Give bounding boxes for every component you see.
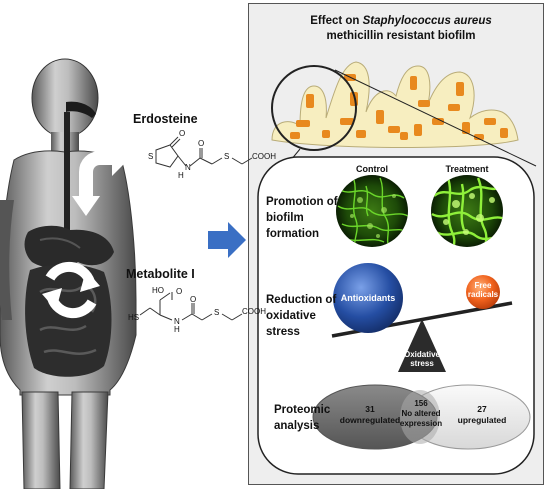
free-radicals-label: Free radicals: [467, 281, 499, 299]
erdosteine-n: N: [185, 163, 191, 172]
erdosteine-h: H: [178, 171, 184, 180]
erdosteine-structure: [155, 136, 253, 168]
metabolite-h: H: [174, 325, 180, 334]
metabolite-hs: HS: [128, 313, 140, 322]
antioxidants-label: Antioxidants: [340, 293, 396, 303]
biofilm-section-label: Promotion of biofilm formation: [266, 196, 338, 240]
erdosteine-amide-o: O: [198, 139, 205, 148]
metabolite-o: O: [176, 287, 183, 296]
downregulated-label: downregulated: [339, 415, 401, 425]
no-altered-count: 156: [414, 399, 428, 408]
erdosteine-ring-s: S: [148, 152, 154, 161]
upregulated-label: upregulated: [457, 415, 507, 425]
upregulated-count: 27: [477, 404, 487, 414]
metabolite-n: N: [174, 317, 180, 326]
biofilm-title: Effect on Staphylococcus aureus: [258, 15, 544, 27]
fulcrum-label: Oxidative stress: [403, 350, 440, 368]
human-body-silhouette: [0, 58, 137, 489]
metabolite-ho: HO: [152, 286, 164, 295]
treatment-label: Treatment: [445, 164, 489, 174]
metabolite-structure: [139, 292, 243, 321]
metabolite-amide-o: O: [190, 295, 197, 304]
erdosteine-chain-s: S: [224, 152, 230, 161]
proteomic-section-label: Proteomic analysis: [274, 404, 331, 432]
metabolite-s: S: [214, 308, 220, 317]
control-microscopy-image: [336, 175, 408, 247]
downregulated-count: 31: [365, 404, 375, 414]
no-altered-group: 156 No altered expression: [396, 399, 446, 429]
erdosteine-cooh: COOH: [252, 152, 276, 161]
proteomic-venn-diagram: [312, 384, 531, 450]
downregulated-group: 31 downregulated: [336, 404, 404, 426]
oxidative-balance-seesaw: [331, 263, 513, 372]
title-prefix: Effect on: [310, 15, 363, 27]
oxidative-section-label: Reduction of oxidative stress: [266, 294, 337, 338]
treatment-microscopy-image: [431, 175, 503, 247]
biofilm-illustration: [257, 61, 537, 201]
process-arrow: [208, 222, 246, 258]
erdosteine-o: O: [179, 129, 186, 138]
compound-metabolite-label: Metabolite I: [126, 267, 195, 281]
control-label: Control: [356, 164, 388, 174]
title-species: Staphylococcus aureus: [362, 15, 492, 27]
biofilm-subtitle: methicillin resistant biofilm: [326, 30, 476, 42]
compound-erdosteine-label: Erdosteine: [133, 112, 198, 126]
upregulated-group: 27 upregulated: [452, 404, 512, 426]
metabolite-cooh: COOH: [242, 307, 266, 316]
